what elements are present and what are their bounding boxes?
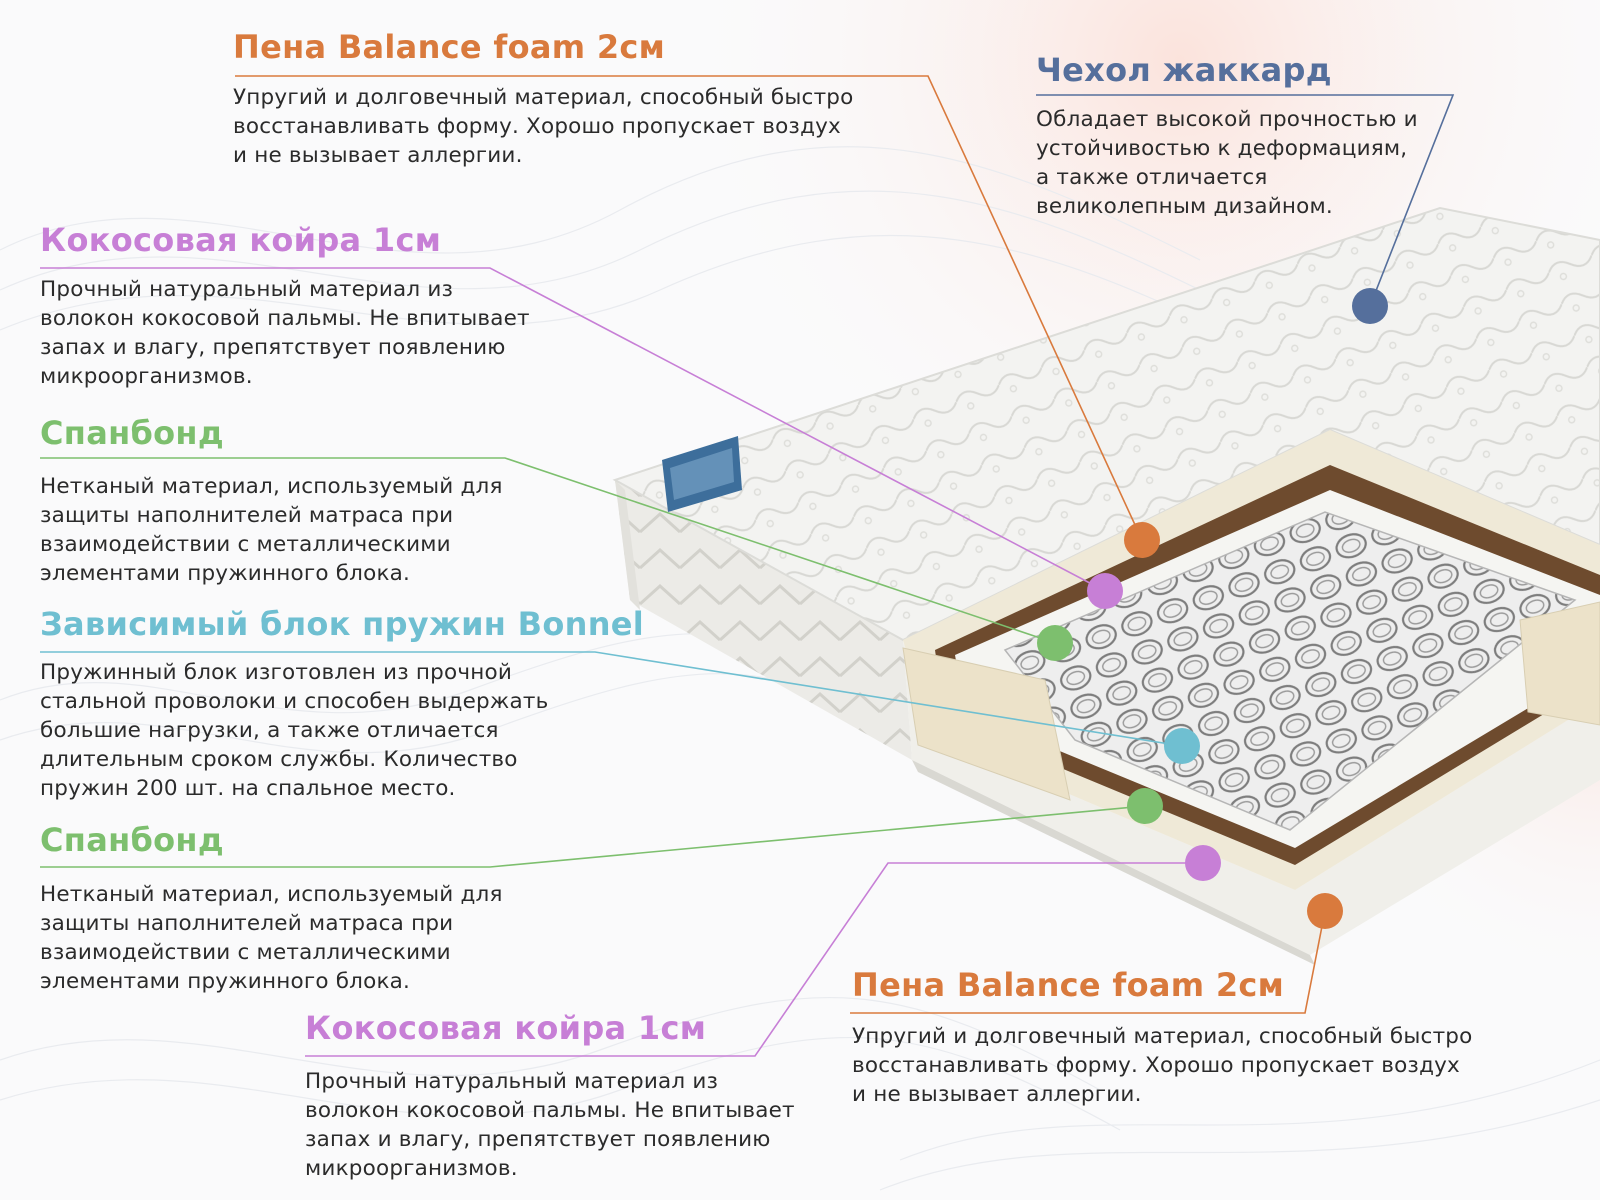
marker-coir-bottom — [1185, 845, 1221, 881]
label-title: Чехол жаккард — [1036, 51, 1332, 89]
label-line: Упругий и долговечный материал, способны… — [852, 1024, 1473, 1049]
label-line: а также отличается — [1036, 165, 1268, 190]
label-line: восстанавливать форму. Хорошо пропускает… — [233, 114, 841, 139]
label-line: Нетканый материал, используемый для — [40, 474, 503, 499]
label-title: Зависимый блок пружин Bonnel — [40, 605, 645, 643]
marker-foam-top — [1124, 522, 1160, 558]
leader-line-spunbond-top — [40, 457, 1056, 644]
label-line: микроорганизмов. — [305, 1156, 518, 1181]
label-line: Обладает высокой прочностью и — [1036, 107, 1418, 132]
label-line: защиты наполнителей матраса при — [40, 911, 454, 936]
label-line: стальной проволоки и способен выдержать — [40, 689, 549, 714]
leader-line-cover — [1036, 94, 1455, 307]
label-line: и не вызывает аллергии. — [852, 1082, 1142, 1107]
label-line: защиты наполнителей матраса при — [40, 503, 454, 528]
label-line: великолепным дизайном. — [1036, 194, 1333, 219]
label-line: взаимодействии с металлическими — [40, 532, 451, 557]
leader-line-foam-bottom — [850, 910, 1326, 1014]
leader-line-spunbond-bottom — [40, 805, 1146, 868]
label-coir-top: Кокосовая койра 1см Прочный натуральный … — [40, 220, 530, 391]
label-spunbond-bottom: Спанбонд Нетканый материал, используемый… — [40, 820, 503, 996]
label-foam-top: Пена Balance foam 2см Упругий и долговеч… — [233, 27, 854, 170]
marker-spunbond-top — [1037, 625, 1073, 661]
leader-line-coir-bottom — [305, 862, 1203, 1057]
label-line: микроорганизмов. — [40, 364, 253, 389]
label-line: пружин 200 шт. на спальное место. — [40, 776, 456, 801]
mattress-illustration — [612, 206, 1600, 965]
label-title: Пена Balance foam 2см — [852, 966, 1285, 1004]
label-line: и не вызывает аллергии. — [233, 143, 523, 168]
label-title: Спанбонд — [40, 821, 224, 859]
label-line: волокон кокосовой пальмы. Не впитывает — [40, 306, 530, 331]
label-springs: Зависимый блок пружин Bonnel Пружинный б… — [40, 604, 644, 803]
label-line: устойчивостью к деформациям, — [1036, 136, 1408, 161]
marker-coir-top — [1087, 573, 1123, 609]
marker-foam-bottom — [1307, 893, 1343, 929]
marker-springs — [1164, 728, 1200, 764]
label-line: длительным сроком службы. Количество — [40, 747, 518, 772]
label-line: Прочный натуральный материал из — [40, 277, 454, 302]
leader-line-foam-top — [235, 75, 1143, 541]
label-line: элементами пружинного блока. — [40, 969, 411, 994]
label-title: Спанбонд — [40, 414, 224, 452]
label-spunbond-top: Спанбонд Нетканый материал, используемый… — [40, 413, 503, 588]
label-cover: Чехол жаккард Обладает высокой прочность… — [1036, 50, 1418, 221]
leader-line-coir-top — [40, 267, 1106, 592]
label-line: волокон кокосовой пальмы. Не впитывает — [305, 1098, 795, 1123]
label-coir-bottom: Кокосовая койра 1см Прочный натуральный … — [305, 1008, 795, 1183]
label-line: запах и влагу, препятствует появлению — [40, 335, 506, 360]
label-line: элементами пружинного блока. — [40, 561, 411, 586]
label-title: Кокосовая койра 1см — [305, 1009, 707, 1047]
marker-spunbond-bottom — [1127, 788, 1163, 824]
label-line: Пружинный блок изготовлен из прочной — [40, 660, 513, 685]
label-line: Упругий и долговечный материал, способны… — [233, 85, 854, 110]
label-line: большие нагрузки, а также отличается — [40, 718, 499, 743]
label-title: Кокосовая койра 1см — [40, 221, 442, 259]
label-line: Нетканый материал, используемый для — [40, 882, 503, 907]
label-foam-bottom: Пена Balance foam 2см Упругий и долговеч… — [852, 965, 1473, 1109]
label-line: взаимодействии с металлическими — [40, 940, 451, 965]
marker-cover — [1352, 288, 1388, 324]
label-line: запах и влагу, препятствует появлению — [305, 1127, 771, 1152]
label-title: Пена Balance foam 2см — [233, 28, 666, 66]
leader-line-springs — [40, 651, 1183, 747]
label-line: восстанавливать форму. Хорошо пропускает… — [852, 1053, 1460, 1078]
label-line: Прочный натуральный материал из — [305, 1069, 719, 1094]
